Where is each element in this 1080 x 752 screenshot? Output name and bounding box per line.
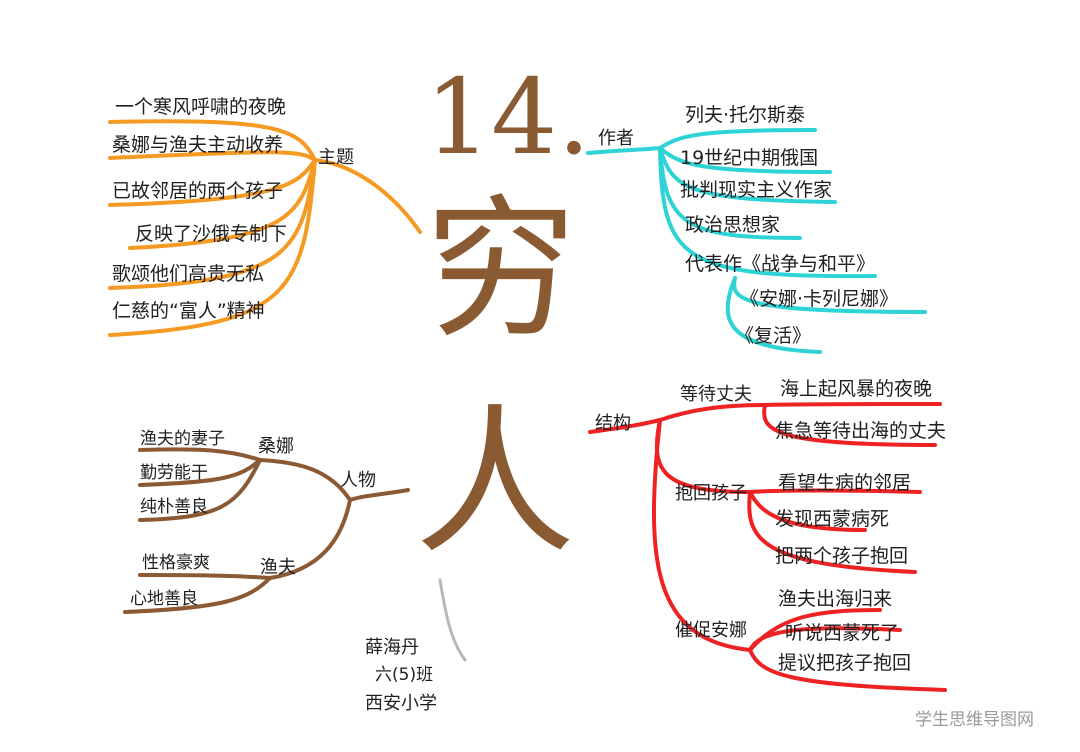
author-lines bbox=[586, 128, 927, 354]
theme-item: 桑娜与渔夫主动收养 bbox=[112, 134, 284, 156]
characters-lines bbox=[123, 447, 410, 614]
structure-item: 海上起风暴的夜晚 bbox=[780, 378, 933, 400]
structure-lines bbox=[588, 402, 947, 692]
structure-item: 看望生病的邻居 bbox=[778, 472, 912, 494]
theme-item: 反映了沙俄专制下 bbox=[135, 223, 288, 245]
sangna-item: 勤劳能干 bbox=[140, 463, 208, 483]
author-item: 列夫·托尔斯泰 bbox=[685, 104, 806, 126]
title-number: 14. bbox=[425, 56, 591, 178]
structure-label: 结构 bbox=[595, 413, 631, 434]
structure-section-label: 等待丈夫 bbox=[680, 384, 752, 405]
theme-item: 已故邻居的两个孩子 bbox=[112, 180, 284, 202]
structure-section-label: 催促安娜 bbox=[675, 620, 747, 641]
signature-name: 薛海丹 bbox=[365, 637, 419, 658]
fisherman-item: 性格豪爽 bbox=[142, 553, 210, 573]
title-char-2: 人 bbox=[415, 389, 576, 576]
title-char-1: 穷 bbox=[425, 181, 577, 358]
sangna-item: 渔夫的妻子 bbox=[140, 429, 225, 449]
author-item: 批判现实主义作家 bbox=[680, 179, 833, 201]
theme-label: 主题 bbox=[318, 147, 354, 168]
author-work-item: 《复活》 bbox=[735, 325, 812, 347]
structure-item: 发现西蒙病死 bbox=[775, 508, 890, 530]
fisherman-item: 心地善良 bbox=[130, 589, 198, 609]
structure-section-label: 抱回孩子 bbox=[675, 483, 747, 504]
characters-label: 人物 bbox=[340, 470, 376, 491]
author-label: 作者 bbox=[598, 128, 634, 149]
structure-item: 听说西蒙死了 bbox=[785, 622, 900, 644]
author-item: 19世纪中期俄国 bbox=[680, 147, 819, 169]
watermark: 学生思维导图网 bbox=[915, 710, 1034, 730]
signature-school: 西安小学 bbox=[365, 693, 437, 714]
theme-item: 仁慈的“富人”精神 bbox=[112, 300, 265, 322]
author-item: 政治思想家 bbox=[685, 214, 781, 236]
fisherman-label: 渔夫 bbox=[260, 557, 296, 578]
structure-item: 提议把孩子抱回 bbox=[778, 652, 912, 674]
author-work-item: 《安娜·卡列尼娜》 bbox=[740, 288, 899, 310]
sangna-label: 桑娜 bbox=[258, 436, 294, 457]
theme-item: 一个寒风呼啸的夜晚 bbox=[115, 96, 287, 118]
author-works-label: 代表作《战争与和平》 bbox=[685, 253, 876, 275]
structure-item: 渔夫出海归来 bbox=[778, 588, 893, 610]
theme-lines bbox=[108, 119, 422, 337]
theme-item: 歌颂他们高贵无私 bbox=[112, 263, 265, 285]
structure-item: 把两个孩子抱回 bbox=[775, 545, 909, 567]
structure-item: 焦急等待出海的丈夫 bbox=[775, 420, 947, 442]
signature-class: 六(5)班 bbox=[375, 665, 434, 685]
ink-smudge bbox=[438, 578, 467, 662]
sangna-item: 纯朴善良 bbox=[140, 497, 208, 517]
